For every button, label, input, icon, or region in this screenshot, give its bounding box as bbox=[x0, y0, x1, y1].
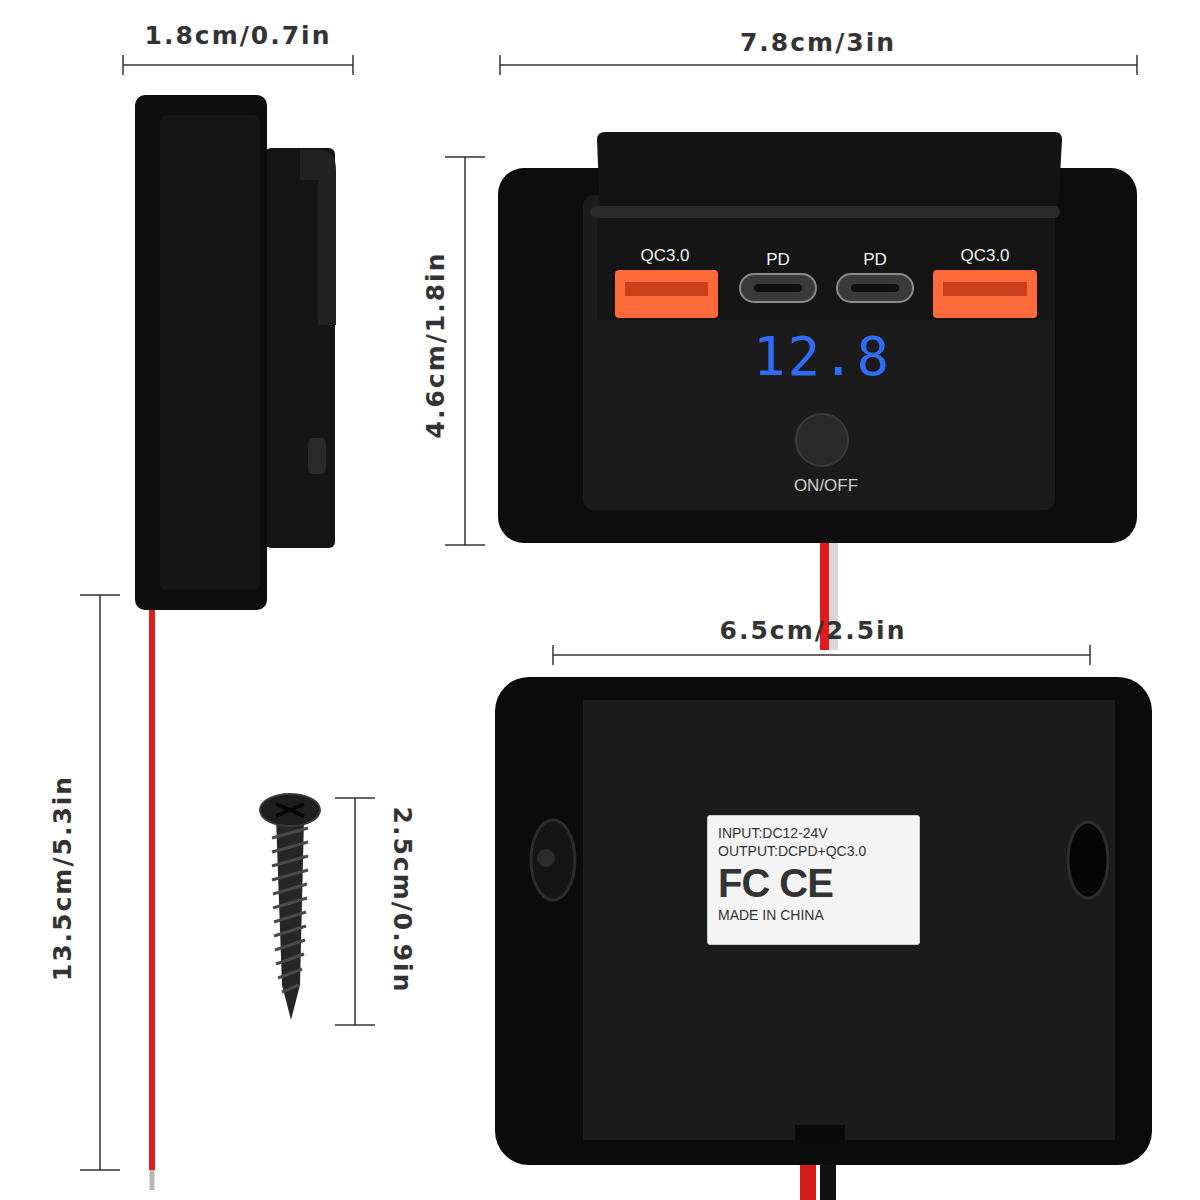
usb-a-tongue bbox=[625, 282, 708, 296]
back-housing bbox=[495, 677, 1152, 1165]
port-strip bbox=[597, 215, 1055, 320]
usb-a-port bbox=[933, 270, 1037, 318]
red-wire bbox=[149, 590, 155, 1170]
usb-c-port bbox=[837, 274, 913, 302]
usb-c-tongue bbox=[851, 284, 899, 292]
side-flange-face bbox=[160, 115, 260, 590]
front-panel bbox=[583, 195, 1055, 510]
port-label: QC3.0 bbox=[960, 247, 1009, 264]
dimension-line bbox=[354, 798, 356, 1025]
port-label: PD bbox=[863, 251, 887, 268]
usb-c-port bbox=[740, 274, 816, 302]
side-knob bbox=[308, 438, 326, 474]
dimension-line bbox=[500, 64, 1137, 66]
spec-text: OUTPUT:DCPD+QC3.0 bbox=[718, 842, 866, 860]
dimension-tick bbox=[80, 1169, 120, 1171]
port-label: PD bbox=[766, 251, 790, 268]
dimension-tick bbox=[335, 1024, 375, 1026]
dimension-tick bbox=[352, 55, 354, 75]
certification-mark: FC bbox=[718, 860, 769, 906]
side-clip bbox=[300, 150, 336, 325]
usb-a-port bbox=[615, 270, 718, 318]
button-label: ON/OFF bbox=[794, 477, 858, 494]
wire-tip bbox=[150, 1170, 155, 1190]
voltage-display: 12.8 bbox=[753, 330, 891, 384]
wire-grommet bbox=[795, 1125, 845, 1145]
sticker-row: INPUT:DC12-24V bbox=[718, 824, 909, 842]
dust-cover bbox=[597, 132, 1062, 212]
spec-sticker: INPUT:DC12-24VOUTPUT:DCPD+QC3.0FCCEMADE … bbox=[707, 815, 920, 945]
cover-hinge bbox=[590, 206, 1060, 218]
dimension-label: 1.8cm/0.7in bbox=[145, 23, 332, 48]
spec-text: MADE IN CHINA bbox=[718, 906, 824, 924]
dimension-label: 13.5cm/5.3in bbox=[50, 775, 75, 981]
usb-a-tongue bbox=[943, 282, 1027, 296]
sticker-row: OUTPUT:DCPD+QC3.0 bbox=[718, 842, 909, 860]
front-view bbox=[498, 132, 1137, 650]
mount-hole bbox=[531, 820, 575, 900]
dimension-line bbox=[553, 654, 1090, 656]
dimension-line bbox=[123, 64, 353, 66]
dimension-label: 6.5cm/2.5in bbox=[720, 618, 907, 643]
dimension-tick bbox=[122, 55, 124, 75]
dimension-tick bbox=[1089, 645, 1091, 665]
dimension-label: 7.8cm/3in bbox=[740, 30, 896, 55]
front-housing bbox=[498, 168, 1137, 543]
usb-c-tongue bbox=[754, 284, 802, 292]
side-body bbox=[265, 148, 335, 548]
dimension-line bbox=[464, 157, 466, 545]
spec-text: INPUT:DC12-24V bbox=[718, 824, 828, 842]
screw bbox=[260, 794, 320, 1020]
dimension-lines bbox=[80, 55, 1137, 1170]
dimension-tick bbox=[552, 645, 554, 665]
screw-cross bbox=[276, 804, 304, 816]
back-body bbox=[583, 700, 1115, 1140]
dimension-tick bbox=[445, 544, 485, 546]
side-flange bbox=[135, 95, 267, 610]
dimension-tick bbox=[335, 797, 375, 799]
dimension-label: 4.6cm/1.8in bbox=[423, 252, 448, 439]
screw-head bbox=[260, 794, 320, 826]
dimension-tick bbox=[499, 55, 501, 75]
port-label: QC3.0 bbox=[640, 247, 689, 264]
screw-threads bbox=[272, 828, 308, 992]
power-button bbox=[796, 414, 848, 466]
dimension-label: 2.5cm/0.9in bbox=[390, 807, 415, 994]
dimension-tick bbox=[1136, 55, 1138, 75]
screw-cross bbox=[276, 804, 304, 816]
certification-mark: CE bbox=[779, 860, 833, 906]
screw-head bbox=[537, 849, 555, 867]
sticker-row: FCCE bbox=[718, 860, 909, 906]
dimension-line bbox=[99, 595, 101, 1170]
sticker-row: MADE IN CHINA bbox=[718, 906, 909, 924]
dimension-tick bbox=[80, 594, 120, 596]
side-view bbox=[135, 95, 336, 1190]
dimension-tick bbox=[445, 156, 485, 158]
mount-hole bbox=[1068, 822, 1108, 898]
back-view bbox=[495, 677, 1152, 1200]
